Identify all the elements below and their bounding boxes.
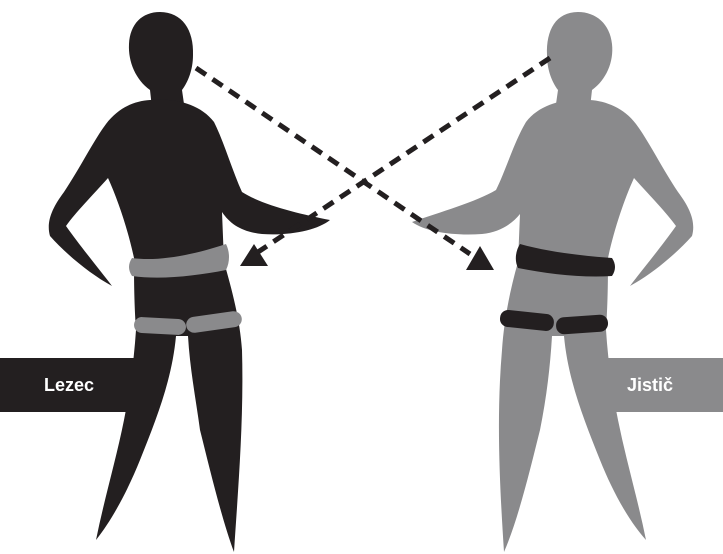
sight-lines bbox=[196, 58, 550, 270]
belayer-head bbox=[547, 12, 612, 108]
climber-figure bbox=[49, 12, 330, 552]
belayer-leg-loop-right bbox=[556, 314, 609, 335]
belayer-label: Jistič bbox=[605, 358, 723, 412]
belayer-figure bbox=[412, 12, 693, 552]
climber-label-text: Lezec bbox=[44, 375, 94, 396]
climber-label: Lezec bbox=[0, 358, 140, 412]
climber-head bbox=[129, 12, 193, 108]
climber-leg-loop-left bbox=[134, 317, 187, 336]
climber-gaze-arrowhead bbox=[466, 246, 494, 270]
belayer-label-text: Jistič bbox=[627, 375, 673, 396]
